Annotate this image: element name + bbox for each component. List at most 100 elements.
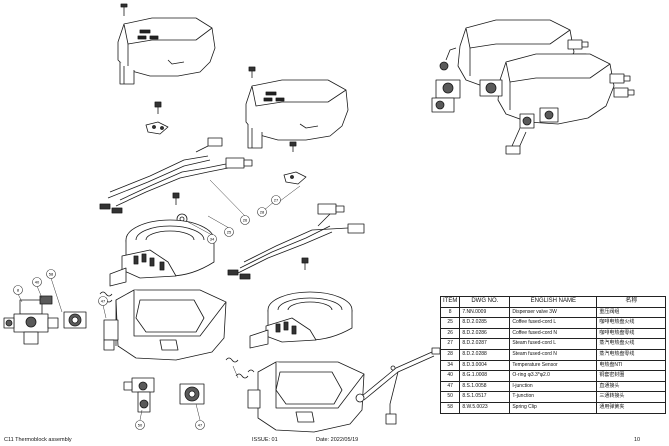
bom-header-dwg: DWG NO. <box>459 296 511 308</box>
bom-chinese: 通用弹簧夹 <box>596 401 667 414</box>
bom-english: Temperature Sensor <box>509 359 598 372</box>
bom-dwg: 8.W.5.0023 <box>459 401 511 414</box>
callout-25-label: 25 <box>227 230 232 235</box>
spring-clip-upper <box>145 121 169 135</box>
screw-b <box>248 66 256 78</box>
assembled-view <box>431 19 635 155</box>
bom-header-item: ITEM <box>439 296 461 308</box>
i-junction-left <box>63 311 87 329</box>
bom-item: 50 <box>439 391 461 403</box>
bom-chinese: 电热盘NTI <box>596 359 667 372</box>
bom-item: 34 <box>439 359 461 372</box>
t-junction-bottom <box>123 377 155 413</box>
bom-english: Spring Clip <box>509 401 598 414</box>
screw-top <box>120 3 128 16</box>
coffee-thermoblock <box>109 219 215 287</box>
i-junction-bottom <box>179 383 205 405</box>
bom-chinese: 铜套密封圈 <box>596 370 667 382</box>
bom-dwg: 8.D.2.0286 <box>459 327 511 340</box>
bom-chinese: 咖啡电热盘火线 <box>596 317 667 329</box>
bom-chinese: 蒸汽电热盘零线 <box>596 348 667 361</box>
thermoblock-cover-upper <box>117 17 216 85</box>
bom-dwg: 8.S.1.0058 <box>459 380 511 393</box>
bom-item: 25 <box>439 317 461 329</box>
screw-d <box>289 141 297 152</box>
bom-item: 27 <box>439 338 461 350</box>
thermoblock-cover-lower <box>245 79 349 149</box>
bom-english: Steam fused-cord L <box>509 338 598 350</box>
callout-28-label: 28 <box>260 210 265 215</box>
callout-47-bottom: 47 <box>195 420 205 430</box>
steam-thermoblock <box>249 291 353 349</box>
callout-58: 58 <box>46 269 56 279</box>
bom-item: 28 <box>439 348 461 361</box>
bom-header-row: ITEM DWG NO. ENGLISH NAME 名称 <box>439 296 667 308</box>
bom-item: 47 <box>439 380 461 393</box>
bom-english: O-ring φ3.3*φ2.0 <box>509 370 598 382</box>
callout-26-label: 26 <box>243 218 248 223</box>
bom-dwg: 8.S.1.0517 <box>459 391 511 403</box>
callout-34-label: 34 <box>210 237 215 242</box>
bom-dwg: 8.D.3.0004 <box>459 359 511 372</box>
callout-27: 27 <box>271 195 281 205</box>
bom-item: 40 <box>439 370 461 382</box>
bom-english: T-junction <box>509 391 598 403</box>
callout-47-left-label: 47 <box>101 299 106 304</box>
screw-e <box>172 192 180 205</box>
drawing-footer: C11 Thermoblock assembly ISSUE: 01 Date:… <box>0 436 669 446</box>
callout-27-label: 27 <box>274 198 279 203</box>
bom-english: Dispenser valve 3W <box>509 306 598 319</box>
bom-chinese: 三通转接头 <box>596 391 667 403</box>
callout-28: 28 <box>257 207 267 217</box>
bom-chinese: 直通接头 <box>596 380 667 393</box>
footer-issue: ISSUE: 01 <box>252 437 278 443</box>
callout-50-label: 50 <box>138 423 143 428</box>
screw-c <box>154 101 162 114</box>
callout-40-label: 40 <box>35 280 40 285</box>
steam-thermoblock-base <box>247 361 365 433</box>
callout-25: 25 <box>224 227 234 237</box>
temperature-sensor-wire <box>355 347 441 425</box>
bom-english: Coffee fused-cord N <box>509 327 598 340</box>
bom-dwg: 8.D.2.0288 <box>459 348 511 361</box>
footer-date: Date: 2022/05/19 <box>316 437 359 443</box>
bom-header-english: ENGLISH NAME <box>509 296 598 308</box>
bom-english: Steam fused-cord N <box>509 348 598 361</box>
callout-58-label: 58 <box>49 272 54 277</box>
callout-47-bottom-label: 47 <box>198 423 203 428</box>
footer-title: C11 Thermoblock assembly <box>4 437 72 443</box>
footer-page-number: 10 <box>634 437 641 443</box>
callout-50: 50 <box>135 420 145 430</box>
bom-item: 8 <box>439 306 461 319</box>
bom-item: 58 <box>439 401 461 414</box>
bom-dwg: 7.NN.0009 <box>459 306 511 319</box>
bom-chinese: 重压阀组 <box>596 306 667 319</box>
callout-47-left: 47 <box>98 296 108 306</box>
bom-header-chinese: 名称 <box>596 296 667 308</box>
callout-26: 26 <box>240 215 250 225</box>
bom-chinese: 咖啡电热盘零线 <box>596 327 667 340</box>
screw-f <box>301 257 309 270</box>
bom-dwg: 8.D.2.0285 <box>459 317 511 329</box>
bom-english: I-junction <box>509 380 598 393</box>
bom-english: Coffee fused-cord L <box>509 317 598 329</box>
callout-40: 40 <box>32 277 42 287</box>
coffee-thermoblock-base <box>103 289 227 361</box>
callout-8: 8 <box>13 285 23 295</box>
bom-chinese: 蒸汽电热盘火线 <box>596 338 667 350</box>
bom-item: 26 <box>439 327 461 340</box>
coffee-fused-cord <box>107 137 253 207</box>
callout-8-label: 8 <box>17 288 20 293</box>
